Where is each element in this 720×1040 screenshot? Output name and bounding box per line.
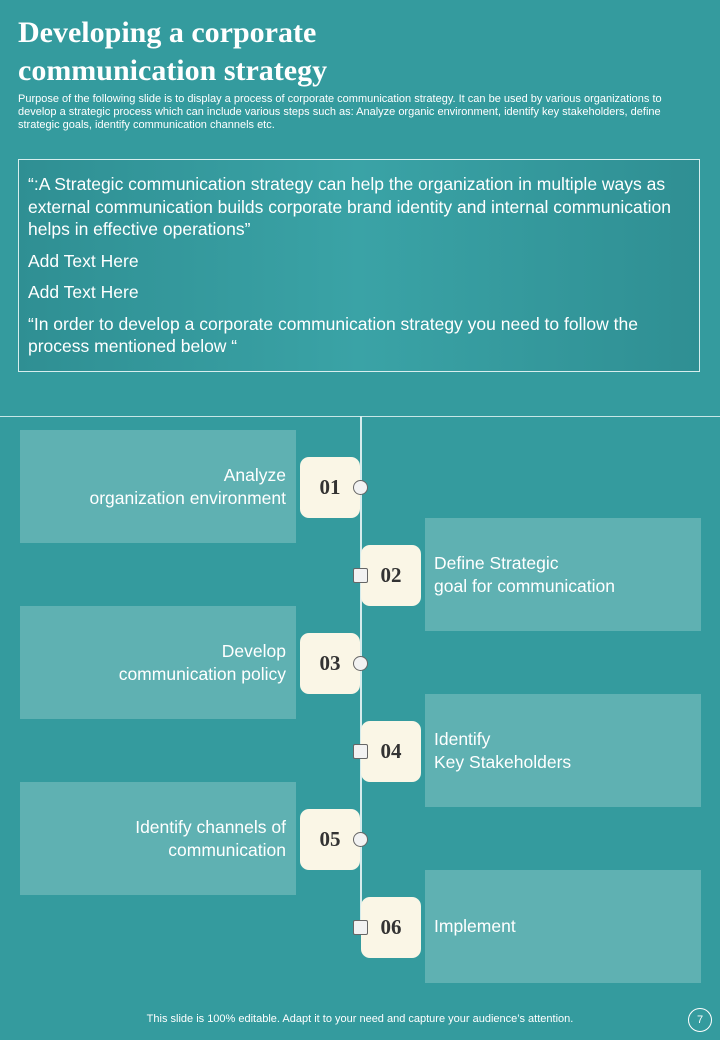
quote-paragraph-4: “In order to develop a corporate communi… xyxy=(28,313,638,357)
quote-box: “:A Strategic communication strategy can… xyxy=(18,159,700,372)
page-subtitle: Purpose of the following slide is to dis… xyxy=(18,93,662,131)
step-number-04: 04 xyxy=(361,721,421,782)
timeline-circle-marker xyxy=(353,656,368,671)
quote-paragraph-1: “:A Strategic communication strategy can… xyxy=(28,174,671,239)
title-line-1: Developing a corporate xyxy=(18,16,317,49)
step-number-05: 05 xyxy=(300,809,360,870)
step-02-line-1: Define Strategic xyxy=(434,552,559,573)
step-03-line-2: communication policy xyxy=(118,663,286,684)
quote-paragraph-2: Add Text Here xyxy=(28,250,139,271)
step-card-01: Analyze organization environment xyxy=(20,430,296,543)
timeline-circle-marker xyxy=(353,832,368,847)
timeline-circle-marker xyxy=(353,480,368,495)
step-number-06: 06 xyxy=(361,897,421,958)
title-line-2: communication strategy xyxy=(18,54,328,87)
step-number-03: 03 xyxy=(300,633,360,694)
timeline-square-marker xyxy=(353,920,368,935)
step-01-line-2: organization environment xyxy=(89,487,286,508)
step-05-line-1: Identify channels of xyxy=(135,816,286,837)
step-01-line-1: Analyze xyxy=(223,464,286,485)
step-04-line-2: Key Stakeholders xyxy=(434,751,572,772)
timeline-square-marker xyxy=(353,568,368,583)
step-05-line-2: communication xyxy=(168,839,286,860)
timeline-line xyxy=(360,416,362,932)
step-04-line-1: Identify xyxy=(434,728,491,749)
step-03-line-1: Develop xyxy=(221,640,286,661)
step-number-02: 02 xyxy=(361,545,421,606)
page-title: Developing a corporate communication str… xyxy=(18,14,618,90)
step-06-line-1: Implement xyxy=(434,916,516,936)
step-card-03: Develop communication policy xyxy=(20,606,296,719)
step-number-01: 01 xyxy=(300,457,360,518)
step-card-02: Define Strategic goal for communication xyxy=(425,518,701,631)
footer-text: This slide is 100% editable. Adapt it to… xyxy=(146,1013,574,1025)
timeline-square-marker xyxy=(353,744,368,759)
quote-paragraph-3: Add Text Here xyxy=(28,282,139,302)
step-02-line-2: goal for communication xyxy=(434,575,615,596)
page-number: 7 xyxy=(688,1008,712,1032)
step-card-04: Identify Key Stakeholders xyxy=(425,694,701,807)
step-card-05: Identify channels of communication xyxy=(20,782,296,895)
step-card-06: Implement xyxy=(425,870,701,983)
